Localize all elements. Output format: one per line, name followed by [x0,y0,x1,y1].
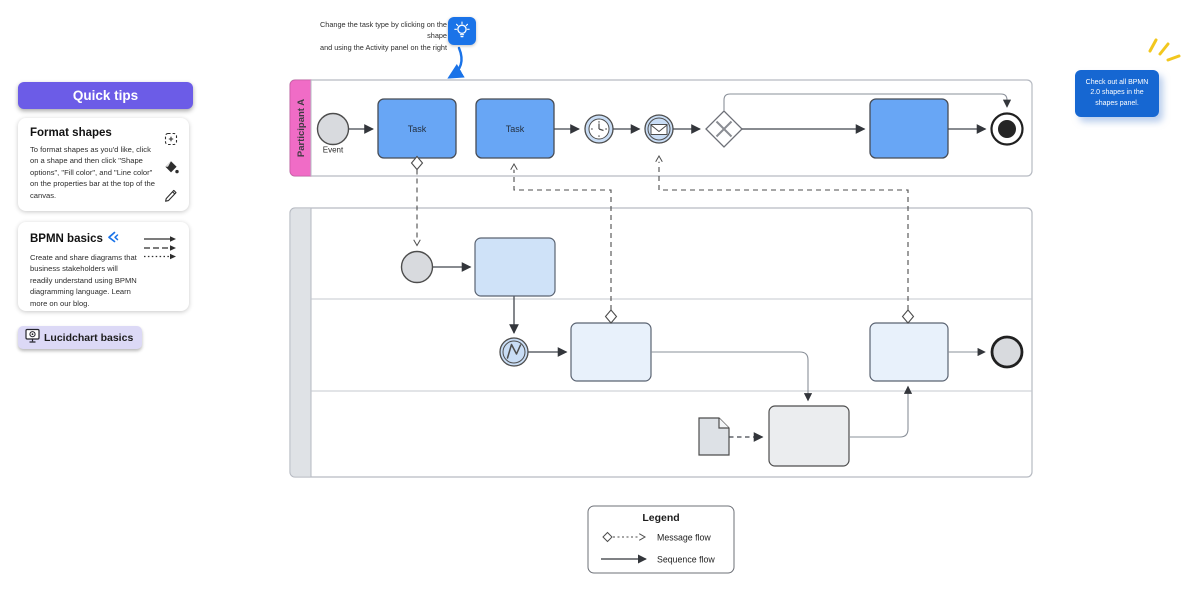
task-b[interactable] [570,322,652,382]
sticky-note[interactable]: Check out all BPMN 2.0 shapes in the sha… [1075,70,1159,117]
end-event-2[interactable] [990,335,1024,369]
message-event-icon[interactable] [644,114,674,144]
format-shapes-title: Format shapes [30,127,112,139]
bpmn-basics-title: BPMN basics [30,233,103,245]
task-2[interactable]: Task [475,98,555,159]
legend-message-flow-label: Message flow [657,533,711,543]
lightbulb-icon[interactable] [448,17,476,45]
message-flow-taskb-task2[interactable] [510,163,618,324]
task-c[interactable] [768,405,850,467]
legend[interactable]: Legend Message flow Sequence flow [587,505,735,574]
callout-text: Change the task type by clicking on the … [320,20,447,52]
format-shapes-card[interactable]: Format shapes To format shapes as you'd … [18,118,189,211]
legend-sequence-flow-label: Sequence flow [657,555,715,565]
fill-color-icon [163,159,179,180]
lucidchart-basics-label: Lucidchart basics [44,331,134,344]
line-color-icon [163,187,179,208]
task-d[interactable] [869,322,949,382]
lane-header-participant-a[interactable] [289,79,312,177]
lane-header-pool-2[interactable] [289,207,312,478]
document-shape[interactable] [698,417,730,456]
terminate-end-event[interactable] [990,112,1024,146]
monitor-icon [24,328,41,347]
task-a[interactable] [474,237,556,297]
lucidchart-basics-button[interactable]: Lucidchart basics [18,326,143,349]
task-1-label: Task [408,124,427,134]
quick-tips-button[interactable]: Quick tips [18,82,193,109]
bpmn-basics-card[interactable]: BPMN basics Create and share diagrams th… [18,222,189,311]
task-2-label: Task [506,124,525,134]
message-flow-task1-event2[interactable] [410,155,424,247]
shape-options-icon [163,131,179,152]
flow-taskb-taskc[interactable] [651,351,813,402]
flow-gateway-bypass-end[interactable] [723,93,1012,111]
flow-arrows-icon [143,235,179,266]
task-3[interactable] [869,98,949,159]
task-1[interactable]: Task [377,98,457,159]
start-event-label: Event [323,146,344,155]
bpmn-basics-body: Create and share diagrams that business … [30,253,137,308]
message-flow-taskd-message-event[interactable] [655,155,915,324]
flow-taskc-taskd[interactable] [849,385,913,438]
sparkle-icon [1148,38,1181,62]
format-shapes-body: To format shapes as you'd like, click on… [30,145,155,200]
guide-arrow-icon [447,46,465,79]
click-chevrons-icon [106,231,119,247]
sticky-note-text: Check out all BPMN 2.0 shapes in the sha… [1085,78,1149,107]
start-event-2[interactable] [400,250,434,284]
error-event-icon[interactable] [499,337,529,367]
timer-event-icon[interactable] [584,114,614,144]
participant-a-label: Participant A [296,99,307,157]
legend-title: Legend [642,512,679,524]
legend-message-flow-sample [602,531,646,543]
